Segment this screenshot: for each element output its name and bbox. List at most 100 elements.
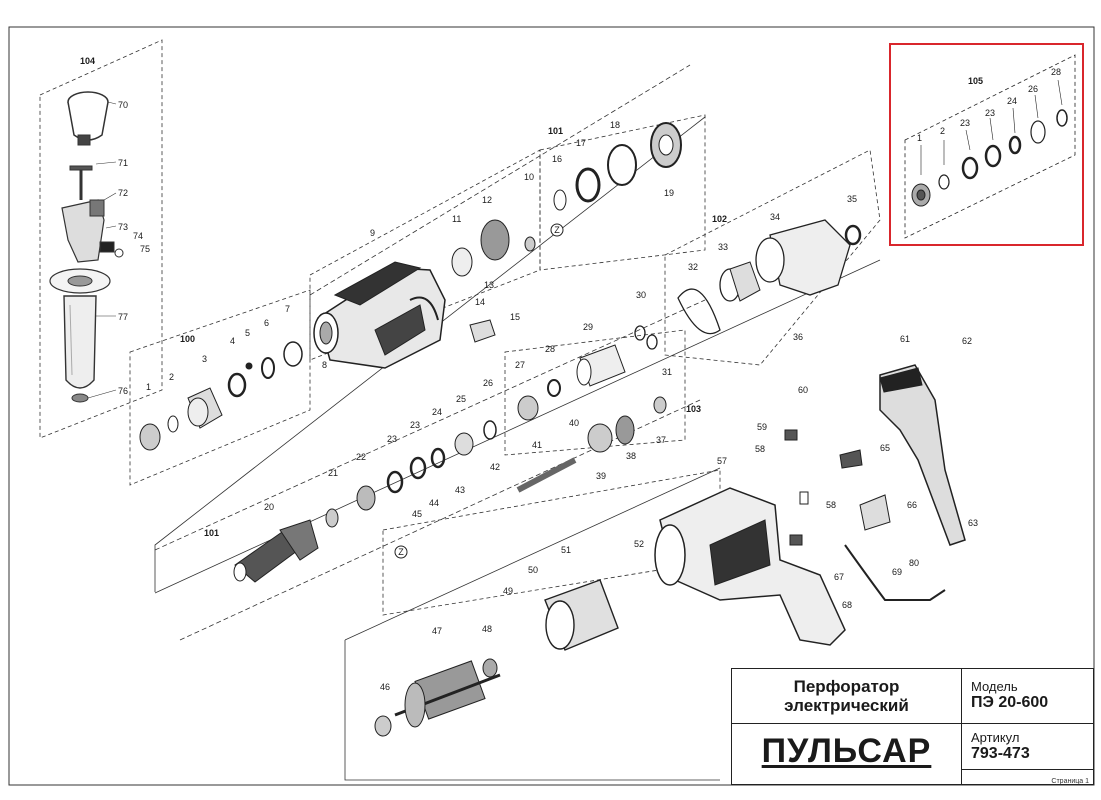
- part-label: 63: [968, 518, 978, 528]
- part-label: 74: [133, 231, 143, 241]
- part-label: 14: [475, 297, 485, 307]
- group-label-102: 102: [712, 214, 727, 224]
- part-label: 38: [626, 451, 636, 461]
- part-label: 49: [503, 586, 513, 596]
- part-label: 67: [834, 572, 844, 582]
- group-label-104: 104: [80, 56, 95, 66]
- part-51-stator: [544, 579, 619, 651]
- part-label: 33: [718, 242, 728, 252]
- part-label: 35: [847, 194, 857, 204]
- part-47-armature: [374, 658, 501, 737]
- part-label: 8: [322, 360, 327, 370]
- part-label: 50: [528, 565, 538, 575]
- z-mark-1: Z: [550, 223, 564, 237]
- part-label: 46: [380, 682, 390, 692]
- part-57-motor-housing: [654, 487, 846, 646]
- part-label: 31: [662, 367, 672, 377]
- part-label: 59: [757, 422, 767, 432]
- part-29-piston: [517, 325, 658, 421]
- part-label: 17: [576, 138, 586, 148]
- part-label: 24: [1007, 96, 1017, 106]
- part-label: 60: [798, 385, 808, 395]
- part-label: 37: [656, 435, 666, 445]
- part-label: 39: [596, 471, 606, 481]
- article-cell: Артикул 793-473: [962, 724, 1093, 770]
- page-label: Страница 1: [1051, 778, 1089, 785]
- part-number-labels: 70 71 72 73 74 75 77 76 1 2 3 4 5 6 7 8 …: [118, 67, 1061, 692]
- part-label: 76: [118, 386, 128, 396]
- part-label: 16: [552, 154, 562, 164]
- part-label: 40: [569, 418, 579, 428]
- part-label: 72: [118, 188, 128, 198]
- part-label: 61: [900, 334, 910, 344]
- part-label: 43: [455, 485, 465, 495]
- part-label: 13: [484, 280, 494, 290]
- part-label: 25: [456, 394, 466, 404]
- part-label: 48: [482, 624, 492, 634]
- model-caption: Модель: [971, 679, 1018, 694]
- part-label: 32: [688, 262, 698, 272]
- part-label: 73: [118, 222, 128, 232]
- part-label: 26: [1028, 84, 1038, 94]
- part-label: 22: [356, 452, 366, 462]
- part-9-gear-housing: [313, 261, 446, 369]
- part-label: 80: [909, 558, 919, 568]
- part-label: 58: [755, 444, 765, 454]
- part-32-o-ring: [677, 288, 721, 335]
- part-label: 26: [483, 378, 493, 388]
- part-label: 77: [118, 312, 128, 322]
- group-label-103: 103: [686, 404, 701, 414]
- group-104-side-handle: [39, 39, 163, 439]
- part-label: 6: [264, 318, 269, 328]
- part-label: 24: [432, 407, 442, 417]
- part-label: 75: [140, 244, 150, 254]
- group-label-100: 100: [180, 334, 195, 344]
- svg-text:Z: Z: [554, 225, 560, 235]
- part-20-drill-chuck: [233, 519, 319, 583]
- brand-cell: ПУЛЬСАР: [732, 724, 962, 784]
- part-label: 52: [634, 539, 644, 549]
- highlight-box-group-105: [889, 43, 1084, 246]
- part-label: 68: [842, 600, 852, 610]
- z-mark-2: Z: [394, 545, 408, 559]
- part-label: 57: [717, 456, 727, 466]
- part-label: 9: [370, 228, 375, 238]
- product-name-cell: Перфоратор электрический: [732, 669, 962, 724]
- part-label: 58: [826, 500, 836, 510]
- part-label: 51: [561, 545, 571, 555]
- part-label: 44: [429, 498, 439, 508]
- group-label-101-top: 101: [548, 126, 563, 136]
- brush-parts: [784, 429, 946, 601]
- product-name-line2: электрический: [784, 696, 909, 715]
- part-label: 11: [452, 214, 461, 224]
- part-label: 21: [328, 468, 338, 478]
- part-label: 20: [264, 502, 274, 512]
- group-label-101-bottom: 101: [204, 528, 219, 538]
- part-33-sleeve: [719, 261, 761, 302]
- part-label: 23: [960, 118, 970, 128]
- part-label: 45: [412, 509, 422, 519]
- part-label: 42: [490, 462, 500, 472]
- group-label-105: 105: [968, 76, 983, 86]
- part-label: 71: [118, 158, 128, 168]
- part-label: 29: [583, 322, 593, 332]
- part-label: 36: [793, 332, 803, 342]
- model-cell: Модель ПЭ 20-600: [962, 669, 1093, 724]
- spindle-parts: [325, 420, 497, 528]
- part-label: 7: [285, 304, 290, 314]
- part-label: 28: [545, 344, 555, 354]
- part-label: 4: [230, 336, 235, 346]
- part-label: 34: [770, 212, 780, 222]
- part-label: 28: [1051, 67, 1061, 77]
- title-block: Перфоратор электрический ПУЛЬСАР Модель …: [731, 668, 1094, 785]
- part-41-intermediate-shaft: [516, 396, 667, 493]
- part-label: 2: [940, 126, 945, 136]
- drawing-frame: [8, 26, 1095, 786]
- part-label: 23: [387, 434, 397, 444]
- part-label: 62: [962, 336, 972, 346]
- part-61-rear-handle: [879, 364, 966, 546]
- part-label: 27: [515, 360, 525, 370]
- part-label: 69: [892, 567, 902, 577]
